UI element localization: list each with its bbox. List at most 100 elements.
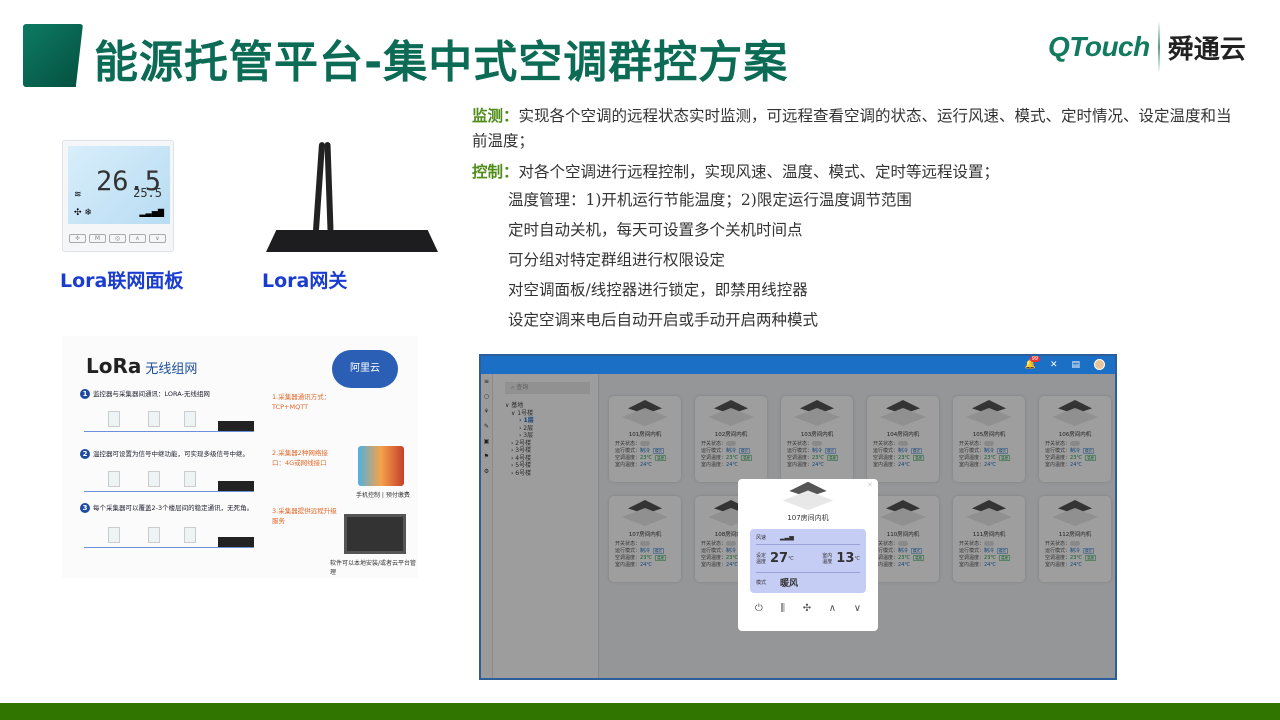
unit-name: 110房间内机: [886, 532, 920, 538]
fan-speed-label: 风速: [756, 535, 767, 541]
temp-tag[interactable]: 温度: [999, 555, 1010, 561]
mode-tag[interactable]: 模式: [1083, 548, 1095, 554]
tree-node-selected[interactable]: › 1层: [519, 417, 534, 424]
fan-icon[interactable]: ✣: [802, 603, 812, 614]
power-toggle[interactable]: [1070, 541, 1081, 546]
lora-gateway-image: [262, 141, 442, 254]
pc-software-image: [344, 514, 406, 554]
mode-tag[interactable]: 模式: [911, 448, 923, 454]
list-item: 温度管理：1)开机运行节能温度；2)限定运行温度调节范围: [508, 191, 912, 209]
tree-node[interactable]: ∨ 基地: [505, 402, 524, 409]
mode-tag[interactable]: 模式: [1083, 448, 1095, 454]
temp-tag[interactable]: 温度: [655, 455, 666, 461]
tree-node[interactable]: › 3层: [519, 432, 534, 439]
temp-tag[interactable]: 温度: [913, 555, 924, 561]
temp-tag[interactable]: 温度: [655, 555, 666, 561]
temp-tag[interactable]: 温度: [1085, 555, 1096, 561]
temp-up-icon[interactable]: ∧: [828, 603, 837, 614]
rail-icon[interactable]: ⚘: [483, 408, 490, 415]
control-paragraph: 控制：对各个空调进行远程控制，实现风速、温度、模式、定时等远程设置；: [472, 159, 1232, 185]
power-toggle[interactable]: [640, 441, 651, 446]
monitor-text: 实现各个空调的远程状态实时监测，可远程查看空调的状态、运行风速、模式、定时情况、…: [472, 107, 1232, 150]
logo-text-en: QTouch: [1048, 31, 1150, 62]
logo-divider: [1157, 21, 1160, 73]
bell-icon[interactable]: 🔔99: [1024, 355, 1041, 370]
monitor-label: 监测：: [472, 106, 519, 125]
thermostat-button: ∧: [129, 234, 146, 243]
tree-node[interactable]: › 3号楼: [511, 447, 532, 454]
rail-icon[interactable]: ○: [483, 393, 490, 400]
search-input[interactable]: ⌕ 查询: [505, 382, 590, 394]
close-icon[interactable]: ✕: [867, 481, 873, 489]
list-item: 定时自动关机，每天可设置多个关机时间点: [508, 221, 803, 239]
temp-tag[interactable]: 温度: [913, 455, 924, 461]
power-toggle[interactable]: [812, 441, 823, 446]
tree-node[interactable]: › 2号楼: [511, 439, 532, 447]
menu-icon[interactable]: ▤: [1071, 359, 1080, 370]
power-toggle[interactable]: [1070, 441, 1081, 446]
rail-icon[interactable]: ✎: [483, 423, 490, 430]
list-item: 设定空调来电后自动开启或手动开启两种模式: [508, 311, 819, 329]
rail-icon[interactable]: ▣: [483, 438, 490, 445]
unit-name: 108房间内机: [714, 532, 748, 538]
room-temp-label: 室内温度: [822, 552, 833, 565]
tree-node[interactable]: › 5号楼: [511, 462, 532, 469]
control-label: 控制：: [472, 162, 519, 181]
mode-tag[interactable]: 模式: [653, 448, 665, 454]
temp-tag[interactable]: 温度: [827, 455, 838, 461]
cloud-icon: 阿里云: [332, 350, 398, 388]
fan-speed-row: 风速 ▂▃▅: [756, 531, 860, 545]
set-temp-value: 27: [770, 551, 789, 566]
lora-logo-text: LoRa: [86, 354, 142, 378]
mode-tag[interactable]: 模式: [739, 448, 751, 454]
page-title: 能源托管平台-集中式空调群控方案: [94, 37, 789, 88]
mode-tag[interactable]: 模式: [997, 548, 1009, 554]
fullscreen-icon[interactable]: ✕: [1049, 359, 1058, 370]
control-text: 对各个空调进行远程控制，实现风速、温度、模式、定时等远程设置；: [518, 163, 1000, 181]
mode-tag[interactable]: 模式: [653, 548, 665, 554]
thermostat-button: ✢: [69, 234, 86, 243]
power-icon[interactable]: ⏻: [754, 603, 763, 614]
rail-icon[interactable]: ≡: [483, 378, 490, 385]
mode-tag[interactable]: 模式: [911, 548, 923, 554]
tree-node[interactable]: › 4号楼: [511, 454, 532, 462]
mode-tag[interactable]: 模式: [997, 448, 1009, 454]
mode-tag[interactable]: 模式: [825, 448, 837, 454]
power-toggle[interactable]: [898, 541, 909, 546]
avatar[interactable]: [1094, 359, 1105, 370]
monitor-paragraph: 监测：实现各个空调的远程状态实时监测，可远程查看空调的状态、运行风速、模式、定时…: [472, 103, 1232, 154]
thermostat-temp: 26.5: [96, 166, 162, 197]
rail-icon[interactable]: ⚙: [483, 468, 490, 475]
signal-bars-icon: ▂▃▅▇: [139, 208, 164, 217]
power-toggle[interactable]: [984, 441, 995, 446]
temp-tag[interactable]: 温度: [1085, 455, 1096, 461]
lora-panel-image: 26.5 25.5 ≋ ✣ ❄ ▂▃▅▇ ✢ M ◎ ∧ ∨: [62, 140, 174, 252]
swing-icon[interactable]: ⫼: [780, 603, 786, 614]
temp-tag[interactable]: 温度: [741, 455, 752, 461]
unit-name: 104房间内机: [886, 432, 920, 438]
power-toggle[interactable]: [898, 441, 909, 446]
power-toggle[interactable]: [640, 541, 651, 546]
power-toggle[interactable]: [984, 541, 995, 546]
temp-tag[interactable]: 温度: [999, 455, 1010, 461]
rail-icon[interactable]: ⚑: [483, 453, 490, 460]
unit-name: 112房间内机: [1058, 532, 1092, 538]
power-toggle[interactable]: [726, 441, 737, 446]
tree-node[interactable]: › 2层: [519, 424, 534, 432]
tree-node[interactable]: › 6号楼: [511, 469, 532, 477]
tree-node[interactable]: ∨ 1号楼: [511, 409, 534, 417]
temp-down-icon[interactable]: ∨: [853, 603, 862, 614]
power-toggle[interactable]: [726, 541, 737, 546]
